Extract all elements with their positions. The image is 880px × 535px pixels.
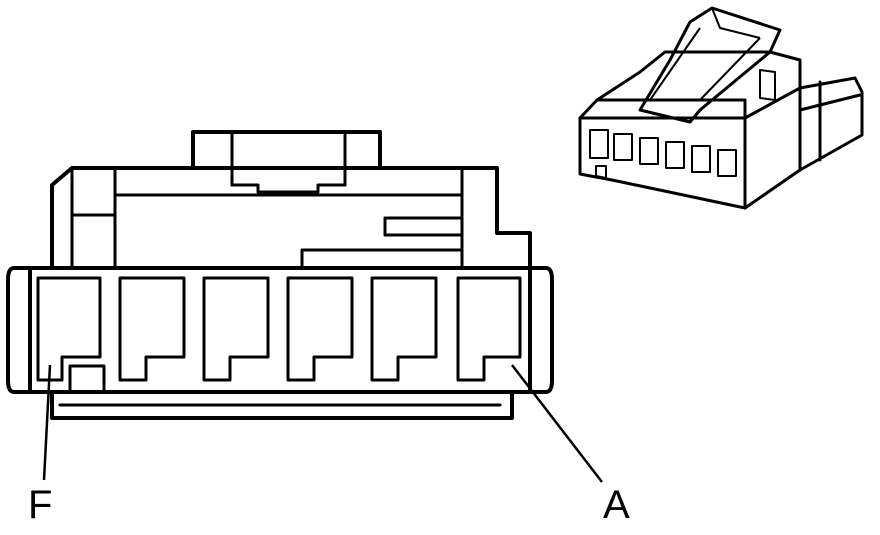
iso-side-rib xyxy=(798,80,862,172)
lock-slot xyxy=(230,183,347,194)
cavity-a xyxy=(456,276,522,382)
iso-cavity xyxy=(639,137,659,165)
leader-line-a xyxy=(511,364,603,483)
connector-isometric-view xyxy=(578,6,864,210)
leader-line-f xyxy=(42,364,52,481)
cavity-b xyxy=(370,276,438,382)
cavity-d xyxy=(202,276,270,382)
lock-tab-inner xyxy=(191,130,382,197)
iso-cavity xyxy=(665,141,685,169)
polarization-key xyxy=(68,364,106,394)
iso-cavities xyxy=(589,129,737,177)
iso-lock-pivot xyxy=(759,69,776,101)
housing-rib xyxy=(300,216,464,270)
right-side-lip xyxy=(528,266,554,394)
iso-cavity xyxy=(691,145,711,173)
cavity-c xyxy=(286,276,354,382)
connector-lock-tab xyxy=(191,130,382,170)
iso-cavity xyxy=(589,129,609,159)
connector-upper-housing xyxy=(50,166,532,270)
cavity-e xyxy=(118,276,186,382)
iso-lock-lever-inner xyxy=(645,7,761,101)
cavity-f xyxy=(36,276,102,382)
iso-front-face xyxy=(578,116,747,210)
pin-label-f: F xyxy=(28,483,53,527)
iso-key xyxy=(595,165,607,179)
connector-face-view xyxy=(6,130,603,483)
connector-base xyxy=(50,390,514,420)
pin-label-a: A xyxy=(603,483,630,527)
iso-lock-lever xyxy=(638,6,782,124)
iso-top-deck xyxy=(578,50,802,120)
iso-cavity xyxy=(717,149,737,177)
left-side-lip xyxy=(6,266,32,394)
iso-cavity xyxy=(613,133,633,161)
